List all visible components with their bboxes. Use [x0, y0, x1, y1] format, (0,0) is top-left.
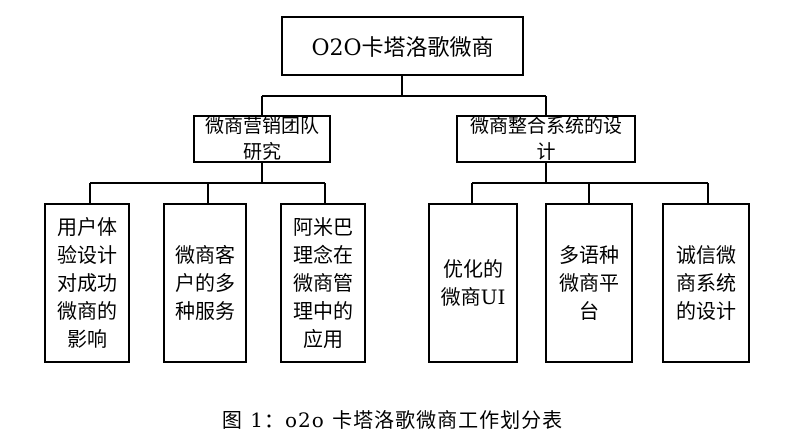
leaf-node-optimized-ui: 优化的微商UI — [428, 203, 518, 363]
leaf-node-label: 多语种微商平台 — [559, 243, 619, 323]
root-node-label: O2O卡塔洛歌微商 — [311, 36, 494, 61]
leaf-node-amoeba-management: 阿米巴理念在微商管理中的应用 — [280, 203, 366, 363]
leaf-node-label: 微商客户的多种服务 — [175, 243, 235, 323]
leaf-node-label: 用户体验设计对成功微商的影响 — [57, 215, 117, 351]
leaf-node-label: 阿米巴理念在微商管理中的应用 — [293, 215, 353, 351]
branch-node-label: 微商营销团队研究 — [204, 115, 319, 163]
branch-node-marketing-team: 微商营销团队研究 — [193, 115, 331, 163]
leaf-node-label: 诚信微商系统的设计 — [676, 243, 736, 323]
leaf-node-ux-design: 用户体验设计对成功微商的影响 — [44, 203, 130, 363]
figure-caption: 图 1：o2o 卡塔洛歌微商工作划分表 — [221, 408, 564, 432]
leaf-node-multilingual-platform: 多语种微商平台 — [545, 203, 633, 363]
branch-node-label: 微商整合系统的设计 — [469, 115, 622, 163]
leaf-node-customer-services: 微商客户的多种服务 — [163, 203, 247, 363]
root-node: O2O卡塔洛歌微商 — [281, 16, 524, 76]
leaf-node-integrity-system: 诚信微商系统的设计 — [662, 203, 750, 363]
branch-node-system-design: 微商整合系统的设计 — [456, 115, 636, 163]
leaf-node-label: 优化的微商UI — [440, 257, 506, 309]
